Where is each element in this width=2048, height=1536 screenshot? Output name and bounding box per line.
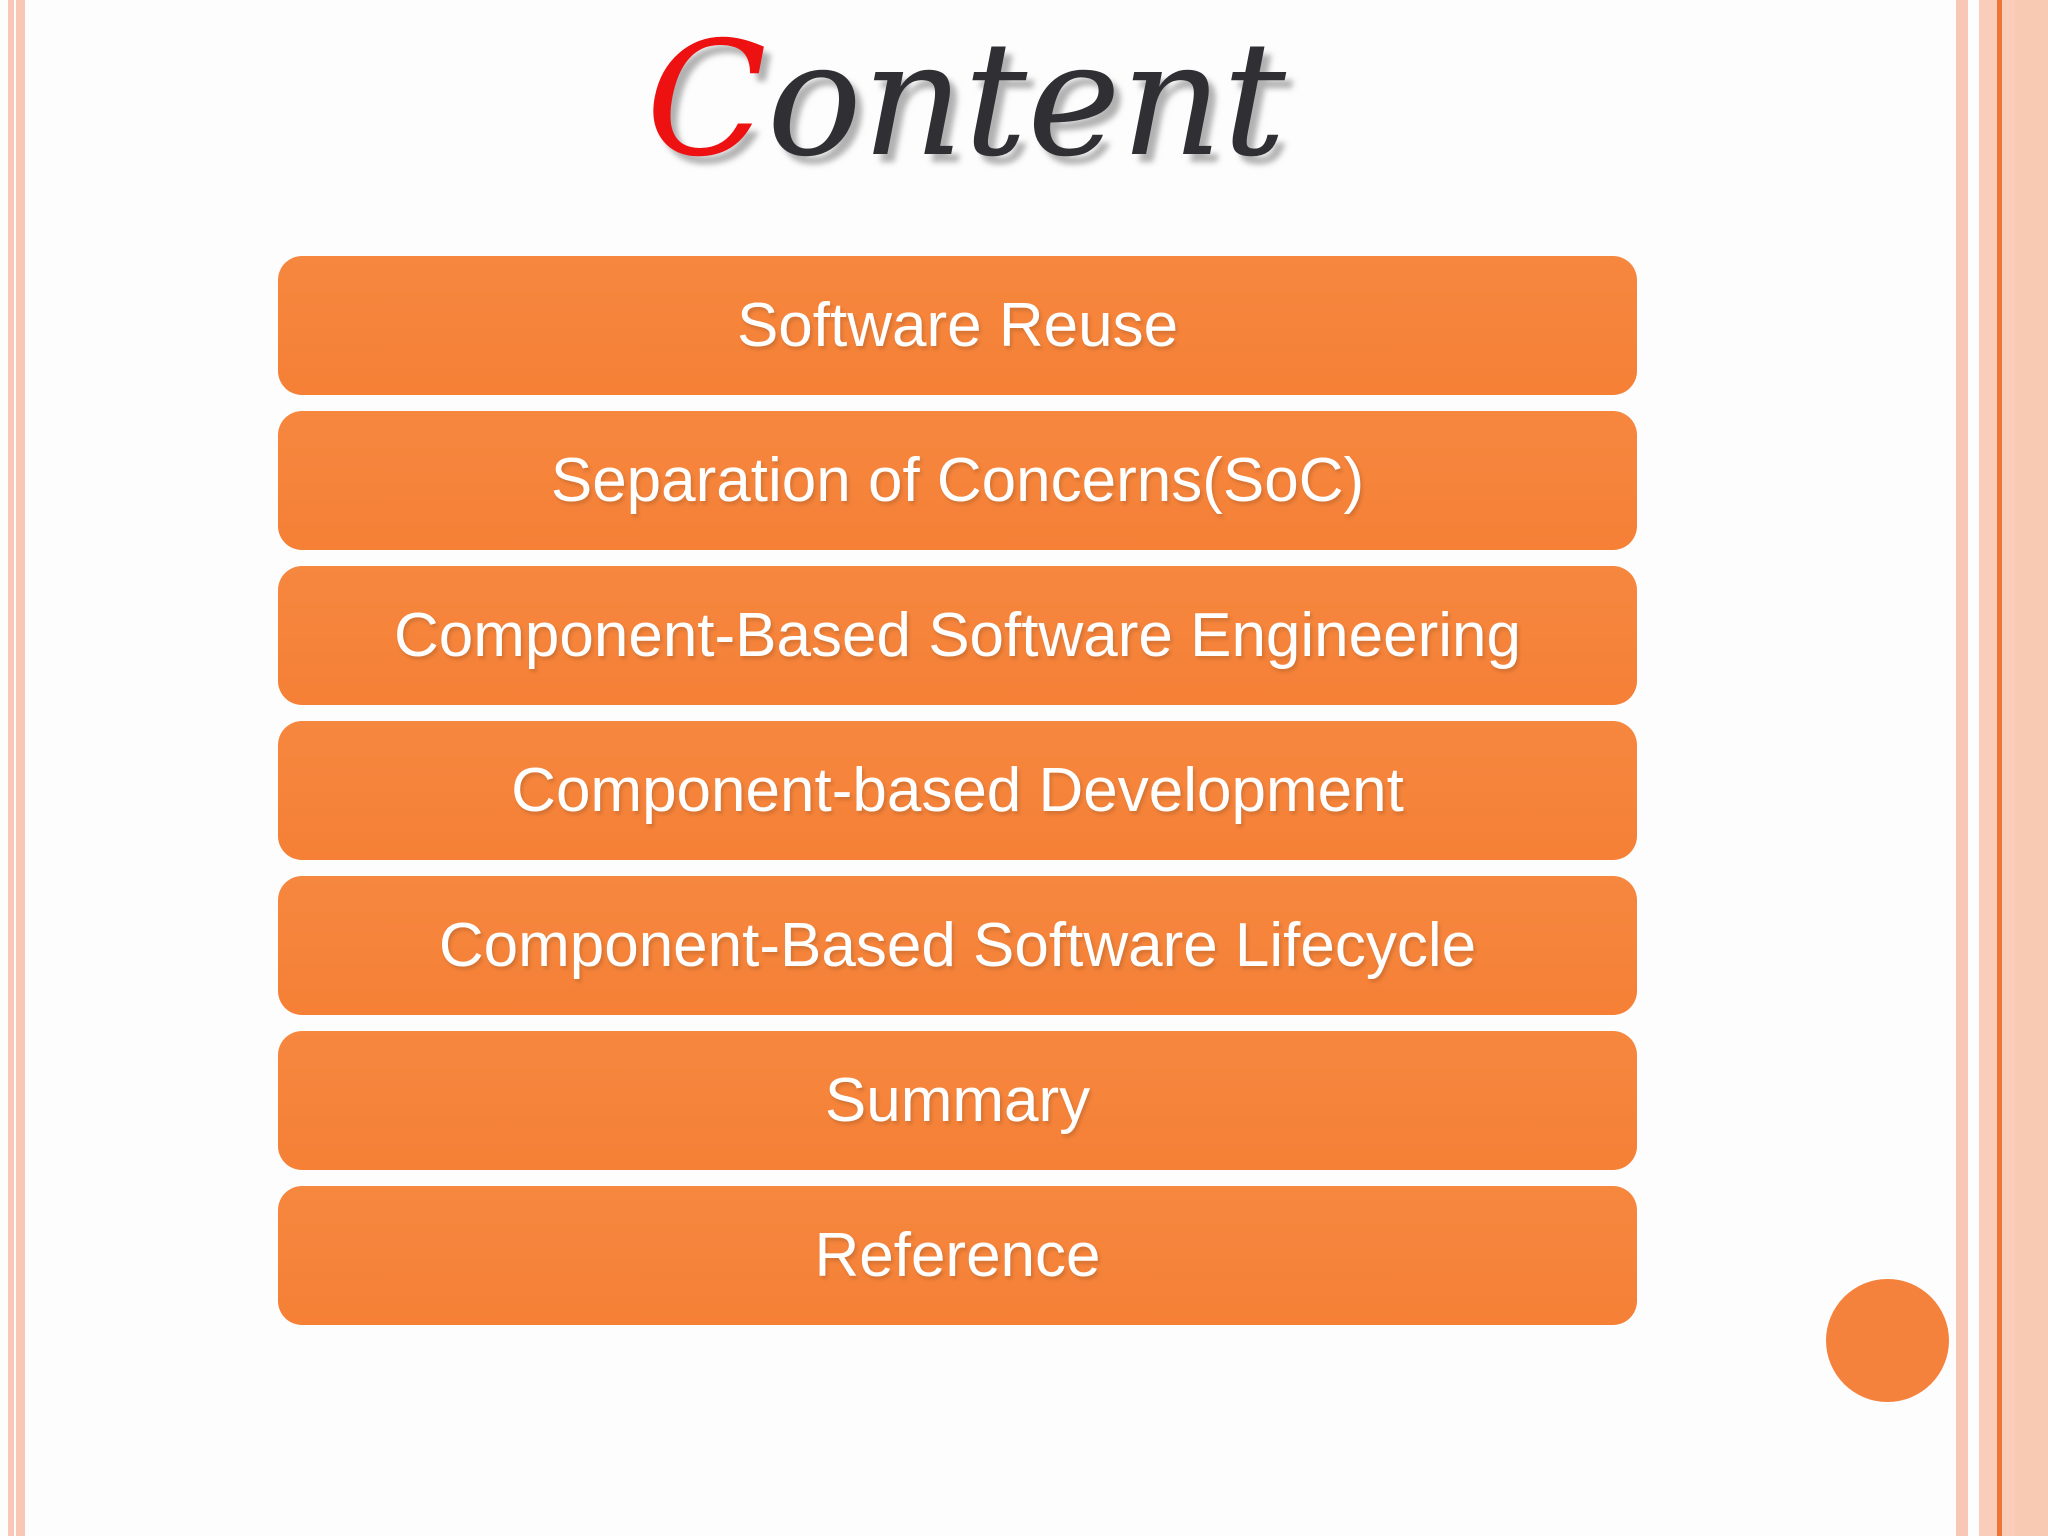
- slide-title: Content: [646, 13, 1286, 188]
- right-border-band: [1979, 0, 2048, 1536]
- content-item-bar: Component-Based Software Engineering: [278, 566, 1637, 705]
- content-item-bar: Software Reuse: [278, 256, 1637, 395]
- content-item-bar: Component-Based Software Lifecycle: [278, 876, 1637, 1015]
- right-band-dark-edge: [2015, 0, 2048, 1536]
- content-item-bar: Summary: [278, 1031, 1637, 1170]
- decorative-circle: [1826, 1279, 1949, 1402]
- title-accent-letter: C: [645, 8, 767, 192]
- left-border-stripe-inner: [16, 0, 25, 1536]
- content-item-bar: Reference: [278, 1186, 1637, 1325]
- right-border-stripe-thin: [1956, 0, 1968, 1536]
- right-band-orange-line: [1997, 0, 2002, 1536]
- title-rest-text: ontent: [766, 8, 1287, 192]
- content-item-bar: Separation of Concerns(SoC): [278, 411, 1637, 550]
- content-item-bar: Component-based Development: [278, 721, 1637, 860]
- left-border-stripe-outer: [8, 0, 14, 1536]
